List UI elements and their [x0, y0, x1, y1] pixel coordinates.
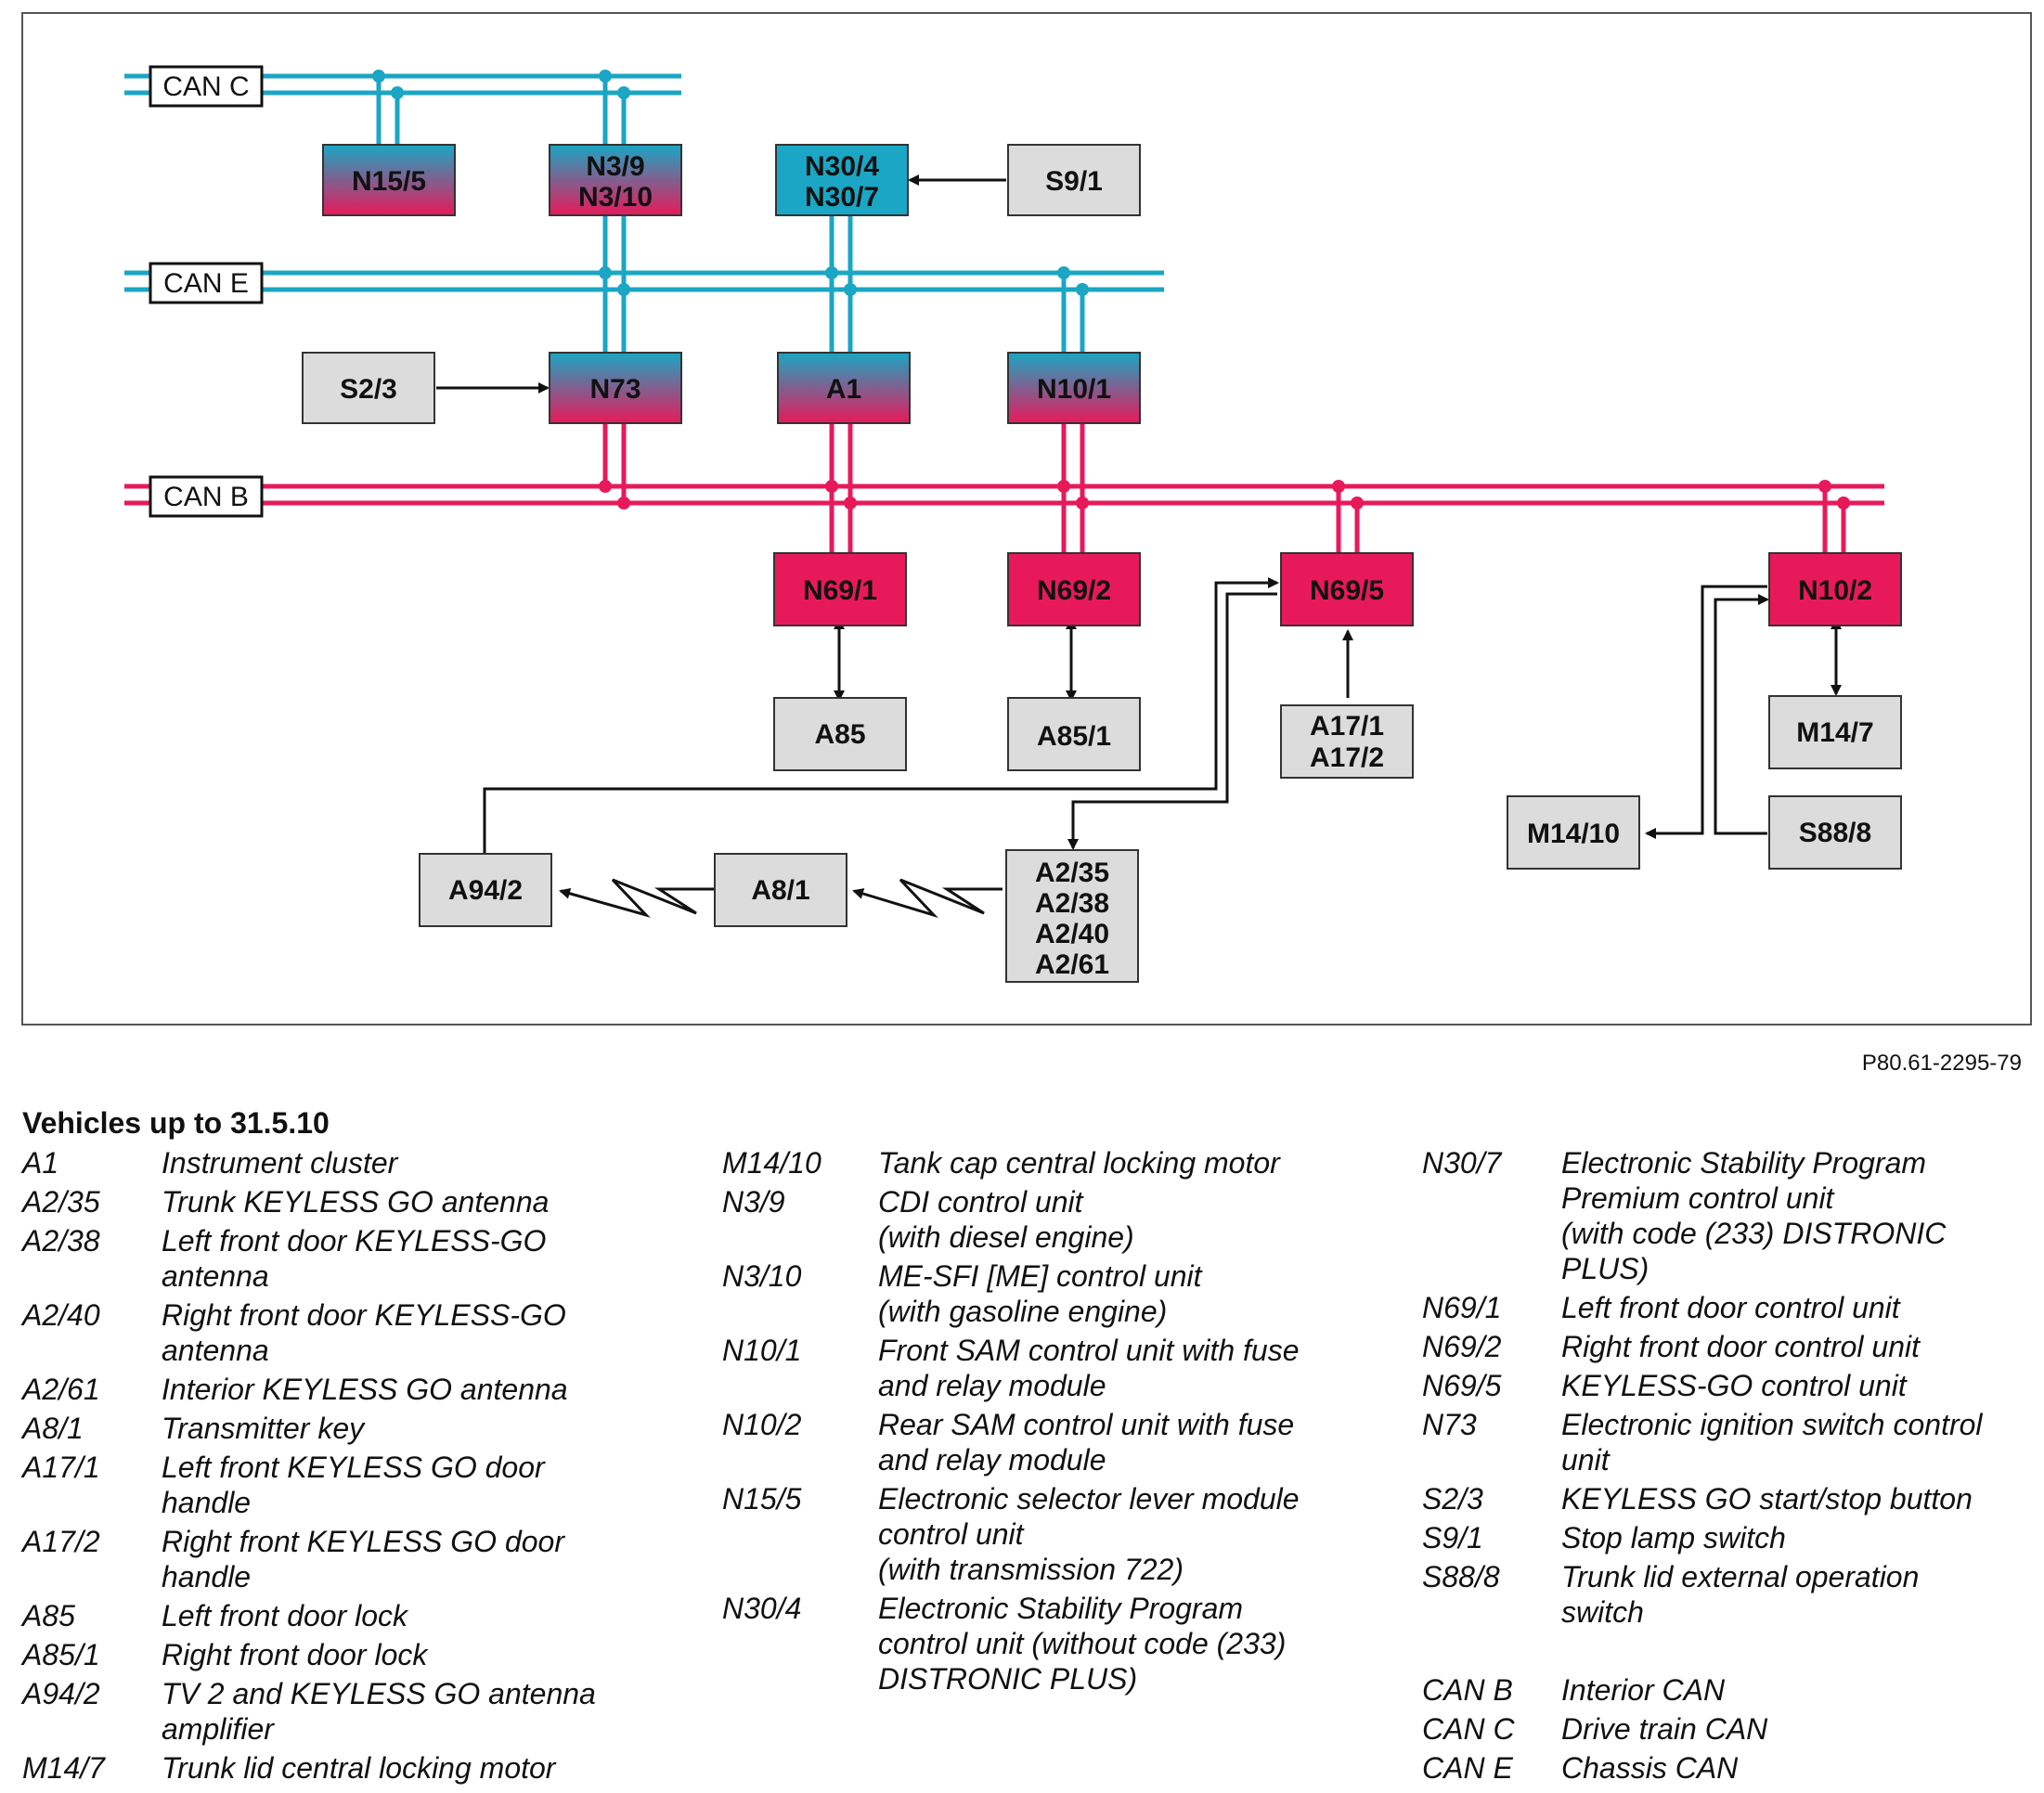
- svg-text:N69/2: N69/2: [1037, 575, 1111, 606]
- network-diagram: CAN C CAN E CAN B N15/5 N3/9N3/10 N30/4N…: [21, 12, 2032, 1025]
- module-s2-3: S2/3: [302, 352, 435, 424]
- svg-text:N3/9: N3/9: [586, 151, 644, 182]
- svg-text:CAN B: CAN B: [163, 482, 249, 512]
- teal-connections: [376, 76, 1085, 353]
- bus-label-can-c: CAN C: [149, 65, 264, 108]
- module-n69-2: N69/2: [1007, 552, 1141, 626]
- module-n10-2: N10/2: [1768, 552, 1902, 626]
- svg-text:S9/1: S9/1: [1045, 166, 1103, 197]
- module-m14-10: M14/10: [1507, 795, 1640, 870]
- svg-text:M14/10: M14/10: [1527, 819, 1620, 849]
- svg-text:A2/40: A2/40: [1035, 919, 1109, 949]
- svg-text:M14/7: M14/7: [1796, 717, 1873, 748]
- legend-spacer: [1422, 1633, 2035, 1672]
- module-n69-5: N69/5: [1280, 552, 1414, 626]
- svg-text:CAN E: CAN E: [163, 268, 249, 299]
- signal-lines: [436, 174, 1842, 919]
- teal-junctions: [372, 70, 1089, 296]
- svg-text:A2/61: A2/61: [1035, 949, 1109, 980]
- module-a1: A1: [777, 352, 911, 424]
- can-e-bus: [124, 270, 1164, 292]
- module-n15-5: N15/5: [322, 144, 456, 216]
- module-n73: N73: [549, 352, 682, 424]
- module-n10-1: N10/1: [1007, 352, 1141, 424]
- module-s9-1: S9/1: [1007, 144, 1141, 216]
- svg-text:N69/1: N69/1: [803, 575, 877, 606]
- figure-reference: P80.61-2295-79: [1861, 1051, 2022, 1076]
- svg-text:N10/2: N10/2: [1798, 575, 1872, 606]
- module-n3-9-n3-10: N3/9N3/10: [549, 144, 682, 216]
- svg-text:A2/35: A2/35: [1035, 858, 1109, 888]
- svg-text:N15/5: N15/5: [352, 166, 426, 197]
- module-a94-2: A94/2: [419, 853, 552, 927]
- svg-text:A94/2: A94/2: [448, 875, 523, 906]
- module-a85-1: A85/1: [1007, 697, 1141, 771]
- svg-text:A2/38: A2/38: [1035, 888, 1109, 919]
- svg-text:N73: N73: [589, 374, 640, 405]
- svg-text:A85/1: A85/1: [1037, 721, 1111, 752]
- svg-text:N30/7: N30/7: [805, 182, 879, 213]
- module-a8-1: A8/1: [714, 853, 847, 927]
- svg-text:A17/2: A17/2: [1310, 742, 1384, 773]
- svg-text:N69/5: N69/5: [1310, 575, 1384, 606]
- svg-text:N3/10: N3/10: [578, 182, 653, 213]
- svg-text:A17/1: A17/1: [1310, 711, 1384, 742]
- module-a85: A85: [773, 697, 907, 771]
- pink-junctions: [599, 480, 1850, 510]
- svg-text:N10/1: N10/1: [1037, 374, 1111, 405]
- bus-label-can-e: CAN E: [149, 262, 264, 304]
- module-a2-antennas: A2/35 A2/38 A2/40 A2/61: [1005, 849, 1139, 983]
- can-b-bus: [124, 484, 1884, 506]
- svg-text:A1: A1: [826, 374, 861, 405]
- svg-text:CAN C: CAN C: [162, 71, 249, 102]
- module-s88-8: S88/8: [1768, 795, 1902, 870]
- svg-text:A85: A85: [814, 719, 865, 750]
- module-m14-7: M14/7: [1768, 695, 1902, 769]
- svg-text:N30/4: N30/4: [805, 151, 879, 182]
- svg-text:A8/1: A8/1: [751, 875, 809, 906]
- legend-title: Vehicles up to 31.5.10: [22, 1106, 330, 1140]
- svg-text:S2/3: S2/3: [340, 374, 397, 405]
- svg-text:S88/8: S88/8: [1799, 818, 1871, 848]
- module-n69-1: N69/1: [773, 552, 907, 626]
- bus-label-can-b: CAN B: [149, 475, 264, 518]
